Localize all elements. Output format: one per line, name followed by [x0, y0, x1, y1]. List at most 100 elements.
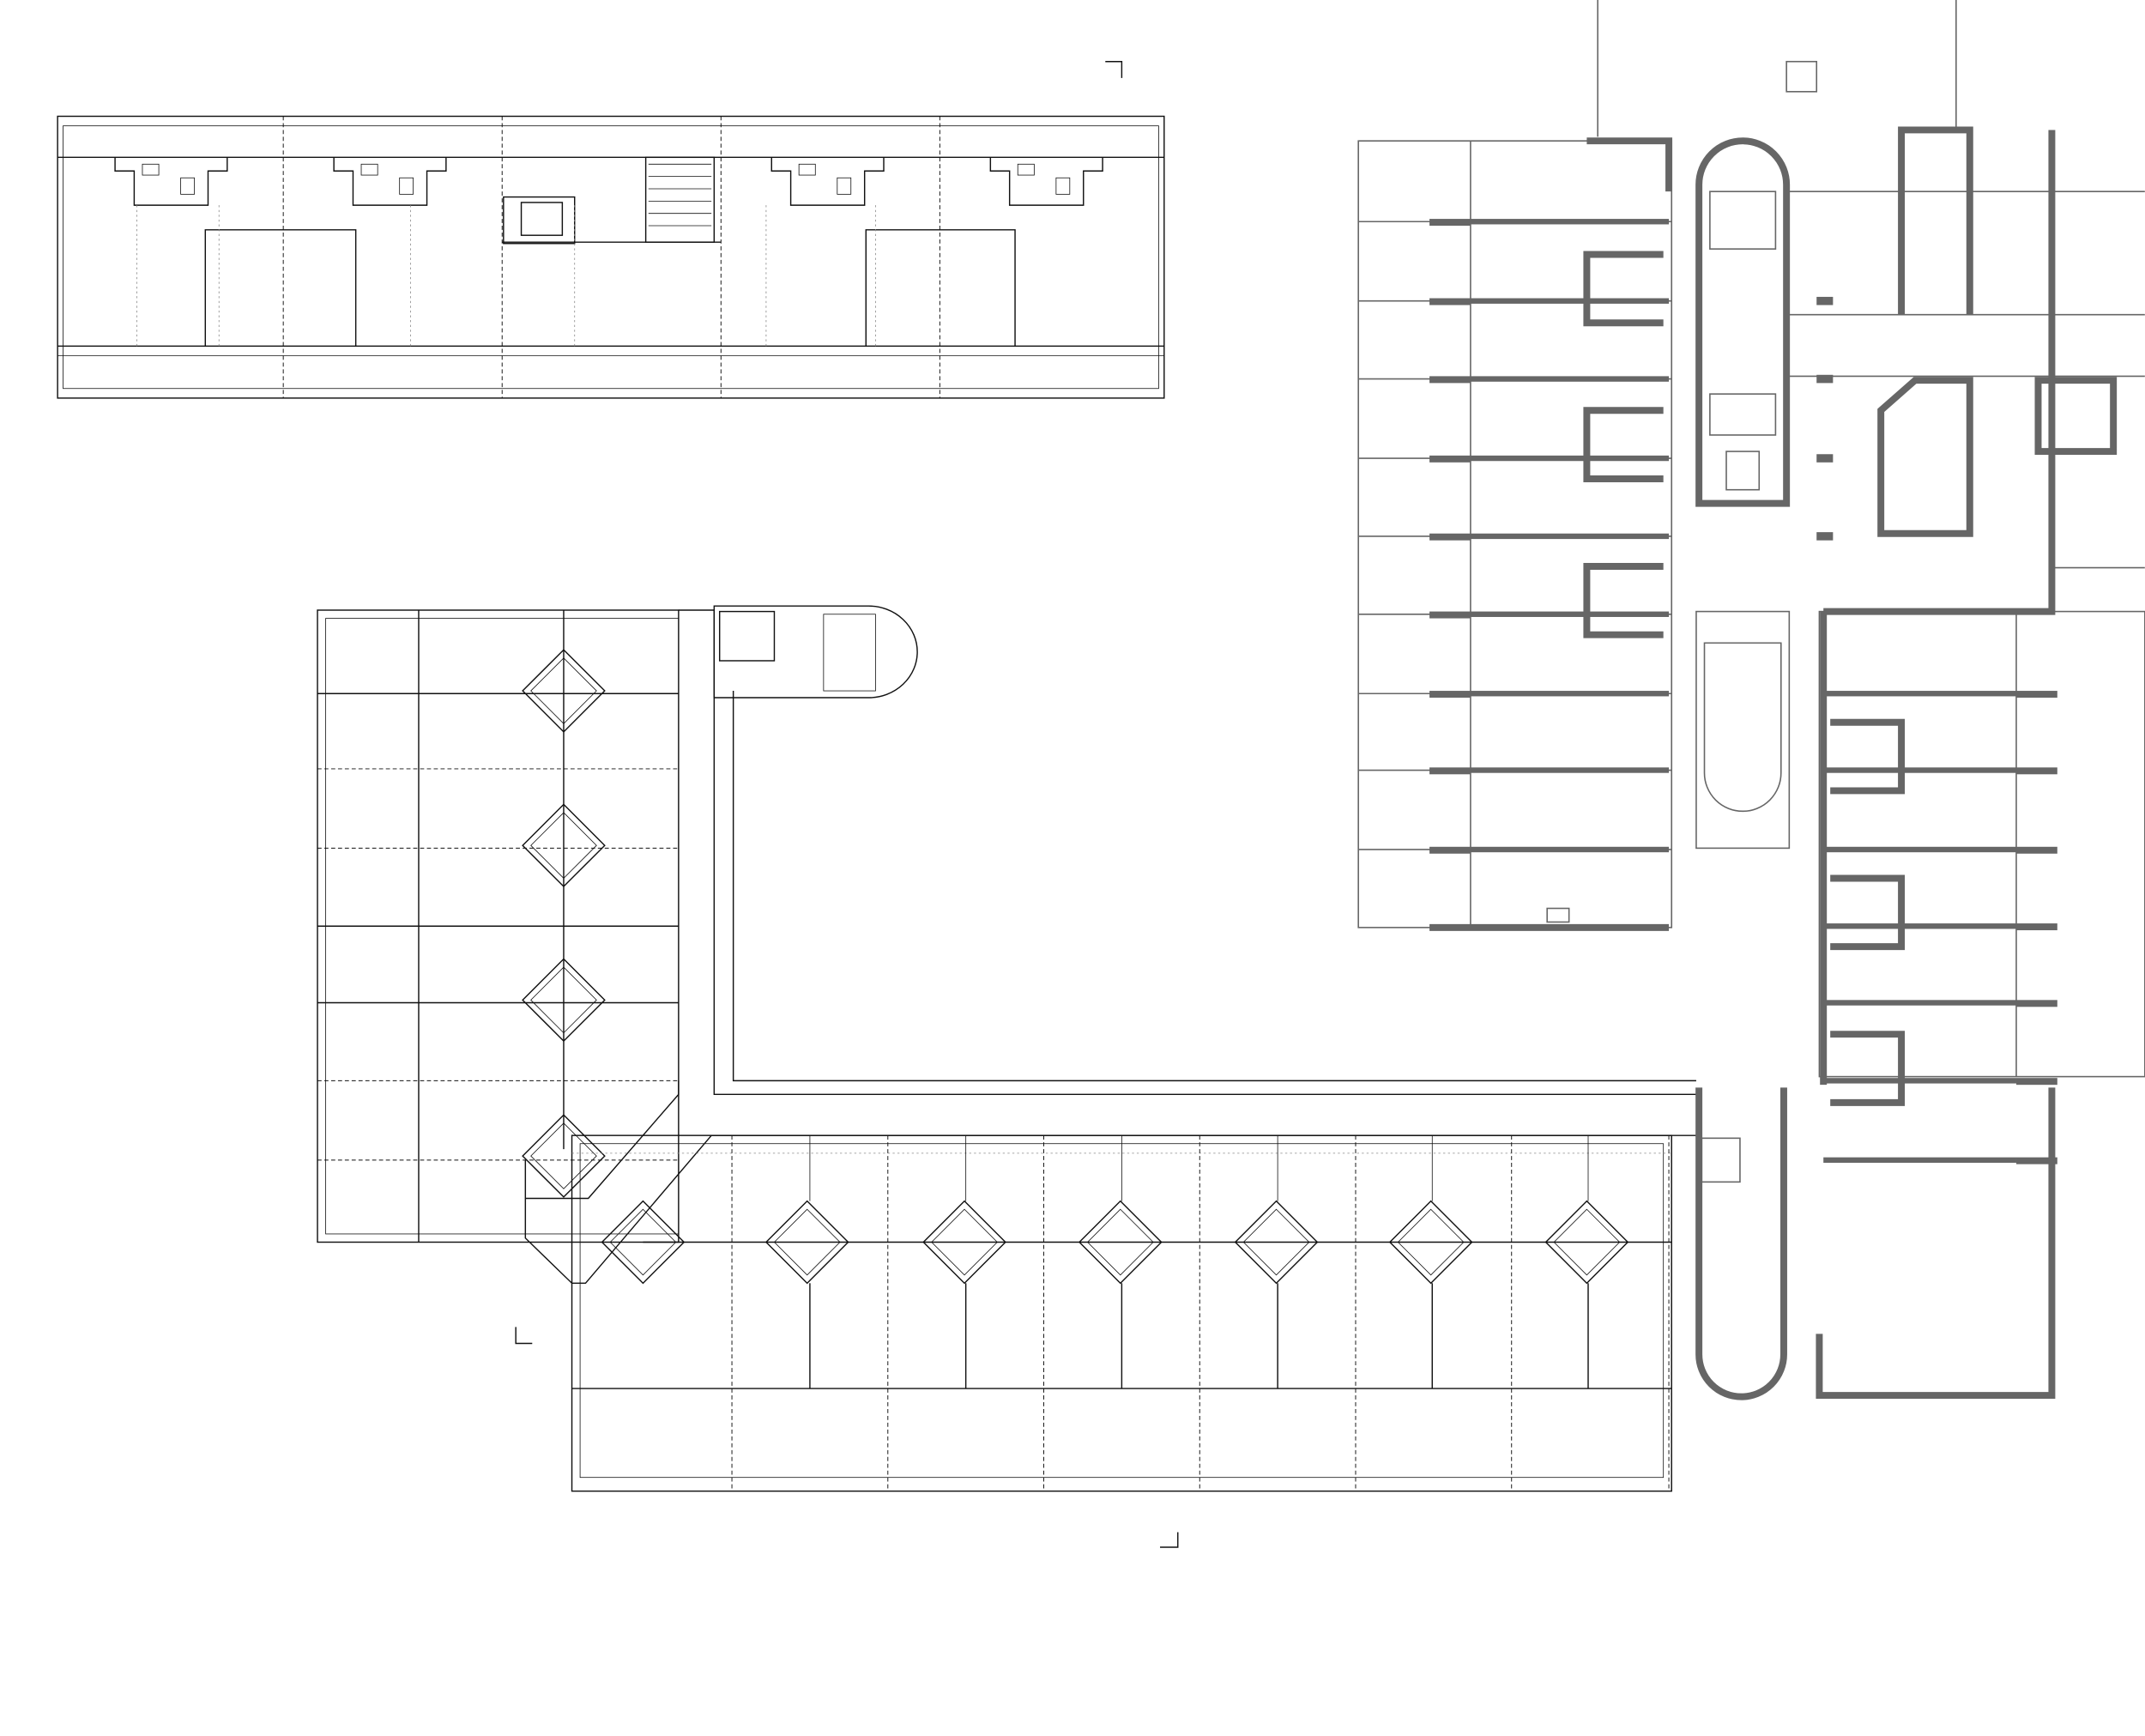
crop-mark-bottom	[1160, 1532, 1179, 1548]
bathroom-pod	[1830, 718, 1906, 795]
stair-central	[1695, 610, 1791, 850]
party-wall	[1470, 691, 1670, 697]
lift-south	[1701, 1137, 1741, 1183]
party-wall	[1823, 923, 2016, 929]
diamond-bathroom-pod	[764, 1200, 849, 1285]
lift-shaft	[520, 202, 564, 236]
right-wing-west-entry	[1546, 907, 1570, 923]
toilet-fixture	[180, 177, 195, 195]
bathroom-pod	[770, 157, 885, 206]
corridor-left	[678, 609, 1696, 1096]
diamond-bathroom-pod	[1234, 1200, 1319, 1285]
wall-stub	[1429, 846, 1471, 854]
wall-stub	[2015, 1000, 2057, 1007]
toilet-fixture	[1055, 177, 1071, 195]
room-partition	[865, 229, 1016, 347]
diamond-bathroom-pod	[1388, 1200, 1473, 1285]
stair-tower-north	[1695, 137, 1791, 507]
toilet-fixture	[399, 177, 414, 195]
bathroom-pod	[1583, 563, 1664, 638]
block-outline	[57, 115, 1165, 399]
stair-north	[1709, 191, 1777, 250]
diamond-bathroom-pod	[522, 958, 606, 1043]
party-wall	[1470, 533, 1670, 540]
party-wall	[1470, 611, 1670, 617]
block-inner-outline	[63, 125, 1159, 390]
stair-tower-south	[1695, 1087, 1787, 1400]
diamond-bathroom-pod	[522, 649, 606, 733]
wall-stub	[2015, 691, 2057, 699]
diamond-pod-inner	[1086, 1208, 1154, 1276]
diamond-pod-inner	[530, 812, 597, 880]
stair-central-end	[1703, 642, 1782, 813]
bathroom-pod	[114, 157, 228, 206]
right-wing-west-top-wall	[1586, 137, 1673, 192]
bathroom-pod	[333, 157, 447, 206]
corridor-left-inner	[732, 691, 1696, 1082]
bathroom-pod	[1583, 407, 1664, 482]
bathroom-pod	[1830, 874, 1906, 951]
diamond-pod-inner	[931, 1208, 998, 1276]
lift-north-2	[1725, 451, 1761, 491]
corner-link	[524, 1080, 1696, 1285]
party-wall	[1823, 767, 2016, 773]
left-wing	[317, 605, 1696, 1285]
toilet-fixture	[837, 177, 852, 195]
party-wall	[1470, 298, 1670, 304]
crop-marks	[515, 61, 1179, 1548]
wall-stub	[2015, 923, 2057, 931]
stair-tower-left	[713, 605, 918, 699]
wall-stub	[1429, 767, 1471, 775]
wall-stub	[1429, 611, 1471, 619]
party-wall	[1823, 846, 2016, 853]
stair-left	[823, 614, 876, 692]
lift-north-1	[1709, 393, 1777, 436]
party-wall	[1470, 455, 1670, 462]
diamond-bathroom-pod	[601, 1200, 686, 1285]
party-wall	[1823, 1157, 2016, 1164]
diamond-pod-inner	[530, 966, 597, 1034]
sink-fixture	[1017, 163, 1035, 176]
party-wall	[1470, 846, 1670, 853]
lift-left	[718, 610, 776, 662]
top-left-building-block	[57, 115, 1165, 399]
party-wall	[1470, 767, 1670, 773]
diamond-pod-inner	[530, 657, 597, 724]
bathroom-pod	[989, 157, 1103, 206]
party-wall	[1470, 376, 1670, 382]
diamond-pod-inner	[1553, 1208, 1621, 1276]
diamond-pod-inner	[1242, 1208, 1310, 1276]
wall-stub	[1429, 376, 1471, 384]
bathroom-pod	[1830, 1031, 1906, 1106]
bathroom-pod	[1583, 251, 1664, 327]
wall-stub	[1429, 455, 1471, 463]
wall-stub	[1429, 219, 1471, 227]
bottom-wing	[571, 1134, 1672, 1492]
sink-fixture	[798, 163, 816, 176]
bottom-wing-outline	[571, 1134, 1672, 1492]
diamond-bathroom-pod	[1078, 1200, 1163, 1285]
column	[1816, 296, 1834, 305]
diamond-bathroom-pod	[522, 1114, 606, 1198]
party-wall	[1823, 1078, 2016, 1084]
party-wall	[1823, 1000, 2016, 1006]
diamond-pod-inner	[609, 1208, 677, 1276]
vent-shaft	[1785, 60, 1818, 93]
wall-stub	[1429, 691, 1471, 699]
right-building	[1357, 0, 2145, 1400]
stair-core	[644, 156, 716, 243]
column	[1816, 532, 1834, 541]
lift-core	[503, 196, 576, 245]
diamond-bathroom-pod	[1544, 1200, 1629, 1285]
wall-stub	[1429, 298, 1471, 305]
diamond-bathroom-pod	[922, 1200, 1006, 1285]
party-wall	[1470, 219, 1670, 225]
wall-stub	[1429, 533, 1471, 541]
crop-mark-top	[1105, 61, 1123, 78]
northeast-core	[1877, 126, 2118, 537]
right-wing-east-outline	[1818, 610, 2145, 1078]
northeast-grid	[1597, 0, 2145, 569]
column	[1816, 454, 1834, 463]
column	[1816, 374, 1834, 384]
